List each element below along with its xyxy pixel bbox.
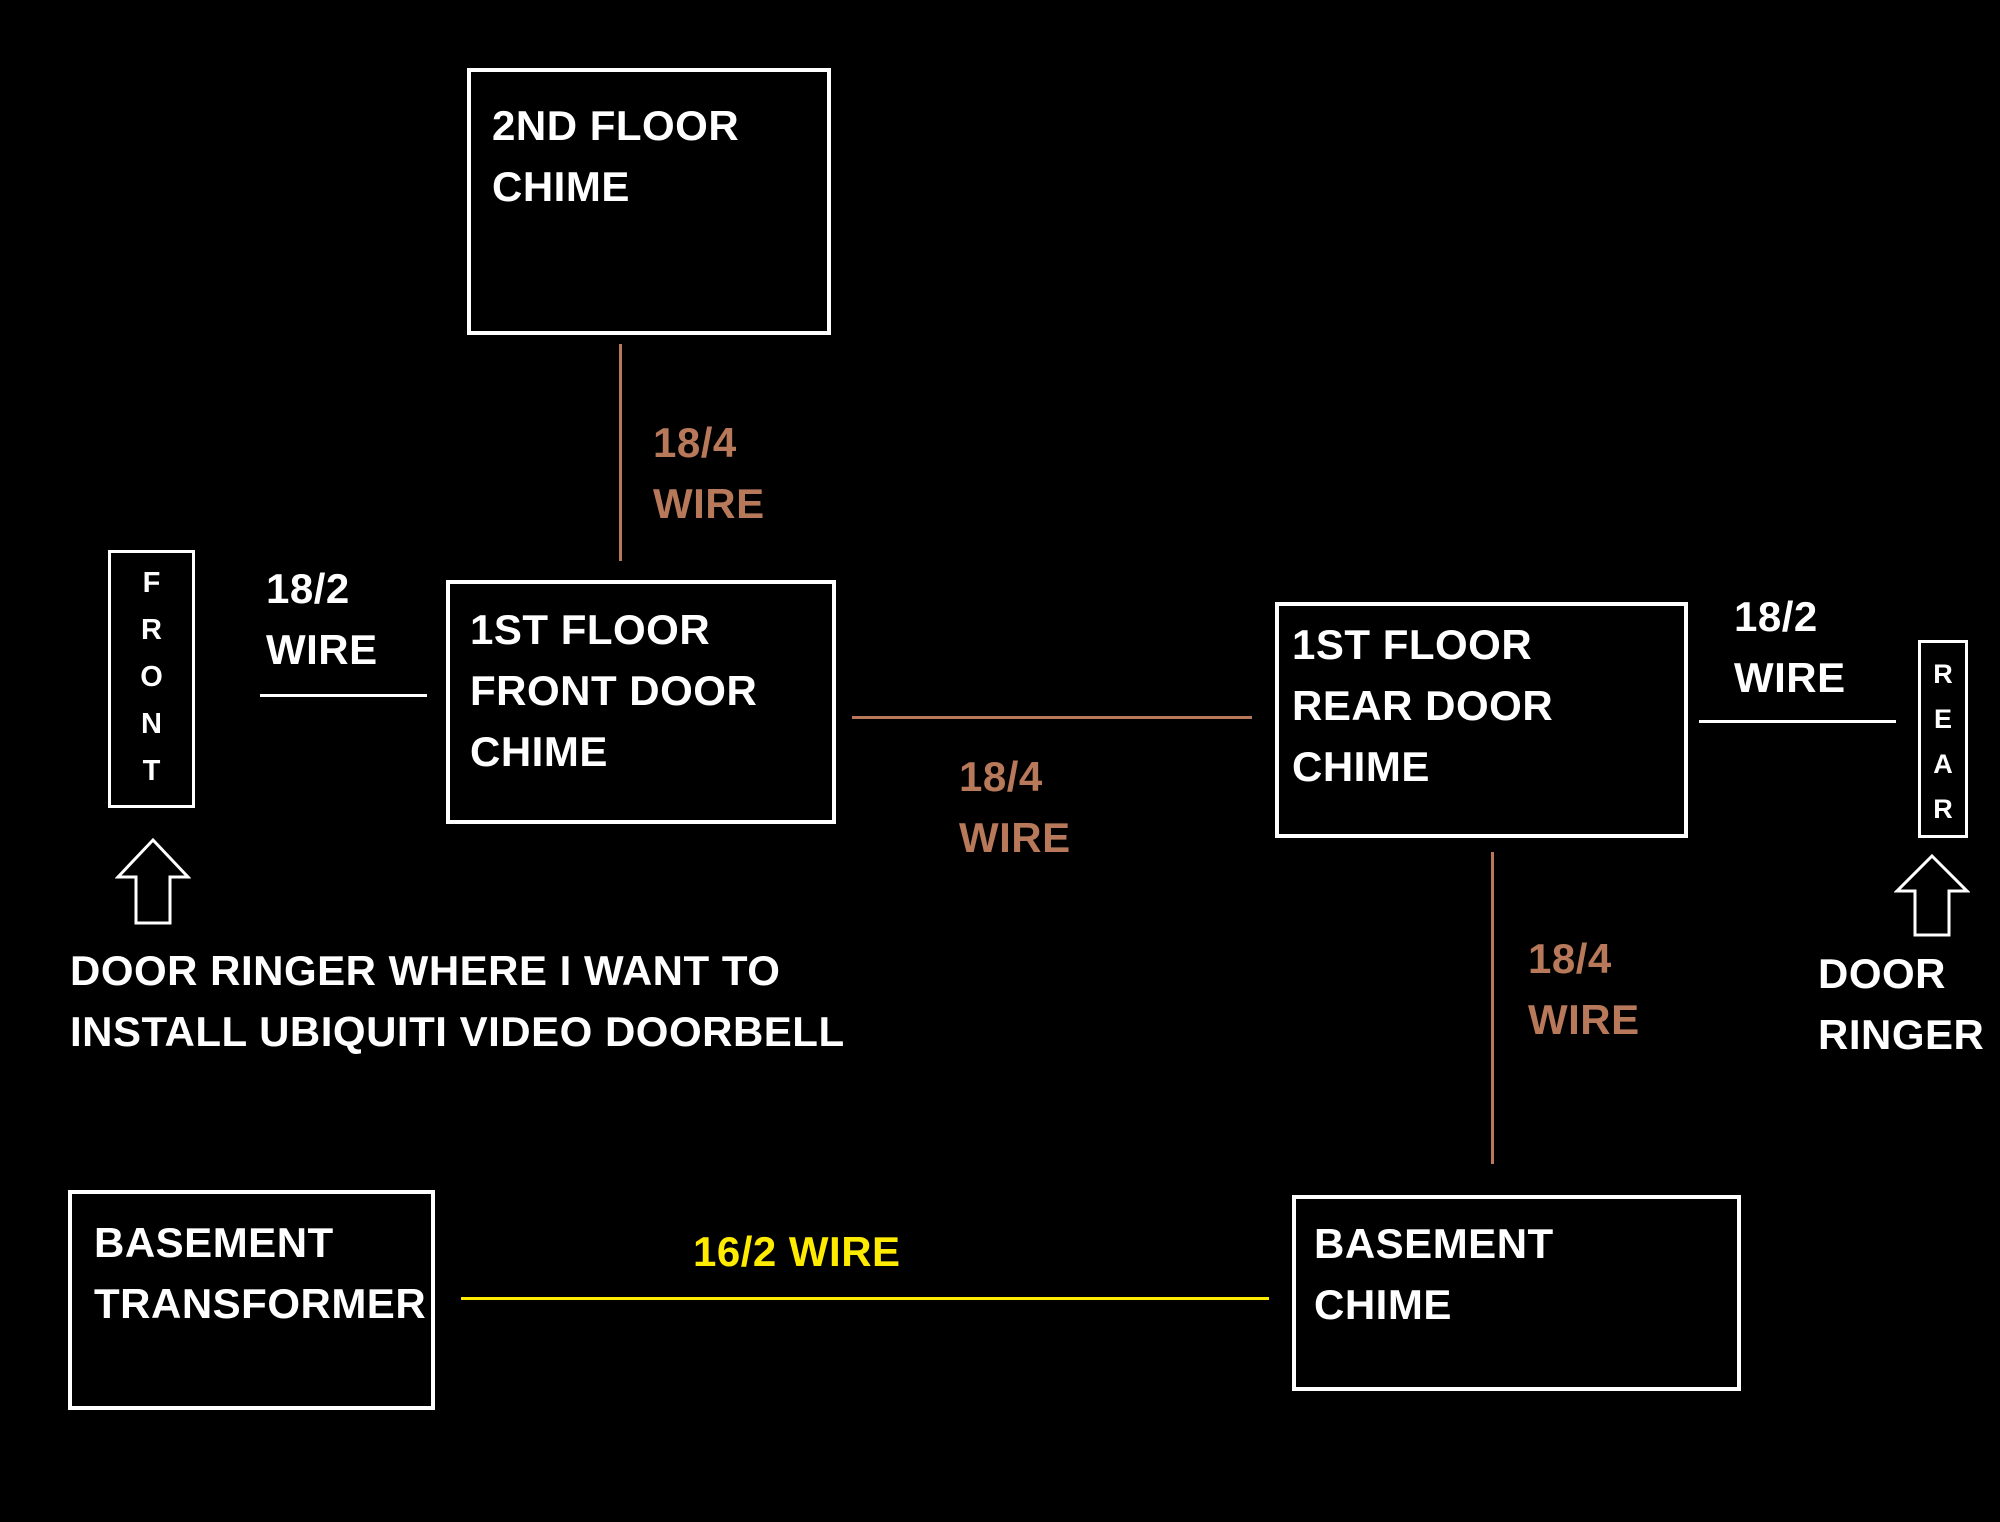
rear-18-2-wire: [1699, 720, 1896, 723]
power-16-2-wire: [461, 1297, 1269, 1300]
basement-chime-box: [1292, 1195, 1741, 1391]
front-ringer-letter: N: [141, 708, 162, 740]
basement-chime-label: BASEMENT CHIME: [1314, 1220, 1554, 1328]
rear-ringer-note: DOOR RINGER: [1818, 950, 1985, 1058]
rear-ringer-letter: R: [1933, 794, 1953, 824]
front-up-arrow-icon: [115, 837, 191, 925]
upper-18-4-wire: [619, 344, 622, 561]
rear-up-arrow-icon: [1894, 853, 1970, 937]
second-floor-chime-label: 2ND FLOOR CHIME: [492, 102, 740, 210]
lower-18-4-wire-label: 18/4 WIRE: [1528, 935, 1640, 1043]
rear-ringer-letter: A: [1933, 749, 1953, 779]
front-18-2-wire: [260, 694, 427, 697]
front-18-2-wire-label: 18/2 WIRE: [266, 565, 378, 673]
rear-ringer-letter: E: [1933, 704, 1952, 734]
front-ringer-note: DOOR RINGER WHERE I WANT TO INSTALL UBIQ…: [70, 947, 845, 1055]
front-ringer-letter: T: [142, 755, 161, 787]
front-ringer-letter: O: [140, 661, 163, 693]
basement-transformer-label: BASEMENT TRANSFORMER: [94, 1219, 427, 1327]
rear-18-2-wire-label: 18/2 WIRE: [1734, 593, 1846, 701]
rear-ringer-letter: R: [1933, 659, 1953, 689]
rear-door-chime-box: [1275, 602, 1688, 838]
power-16-2-wire-label: 16/2 WIRE: [693, 1228, 901, 1275]
front-door-chime-box: [446, 580, 836, 824]
front-door-chime-label: 1ST FLOOR FRONT DOOR CHIME: [470, 606, 758, 775]
front-ringer-letter: F: [142, 567, 161, 599]
middle-18-4-wire-label: 18/4 WIRE: [959, 753, 1071, 861]
upper-18-4-wire-label: 18/4 WIRE: [653, 419, 765, 527]
second-floor-chime-box: [467, 68, 831, 335]
front-ringer-letter: R: [141, 614, 162, 646]
rear-door-chime-label: 1ST FLOOR REAR DOOR CHIME: [1292, 621, 1554, 790]
middle-18-4-wire: [852, 716, 1252, 719]
basement-transformer-box: [68, 1190, 435, 1410]
lower-18-4-wire: [1491, 852, 1494, 1164]
